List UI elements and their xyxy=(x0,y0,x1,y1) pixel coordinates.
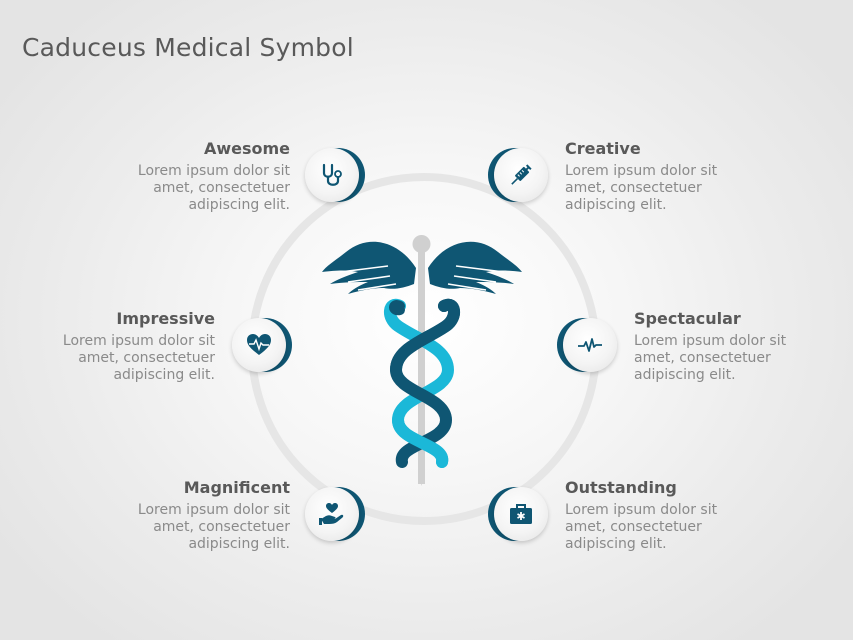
page-title: Caduceus Medical Symbol xyxy=(22,33,354,62)
heart-pulse-icon xyxy=(247,334,271,355)
item-heading: Impressive xyxy=(116,309,215,328)
pulse-line-icon xyxy=(578,338,602,352)
node-spectacular xyxy=(557,318,617,372)
caduceus-icon xyxy=(322,235,522,486)
item-heading: Awesome xyxy=(203,139,290,158)
item-heading: Creative xyxy=(565,139,641,158)
hand-heart-icon xyxy=(319,503,344,525)
item-awesome: Awesome Lorem ipsum dolor sit amet, cons… xyxy=(110,139,290,214)
item-body: Lorem ipsum dolor sit amet, consectetuer… xyxy=(62,333,215,383)
item-impressive: Impressive Lorem ipsum dolor sit amet, c… xyxy=(35,309,215,384)
item-heading: Magnificent xyxy=(183,478,290,497)
node-awesome xyxy=(305,148,365,202)
item-magnificent: Magnificent Lorem ipsum dolor sit amet, … xyxy=(110,478,290,553)
stethoscope-icon xyxy=(322,163,342,186)
syringe-icon xyxy=(511,164,532,185)
node-magnificent xyxy=(305,487,365,541)
medical-kit-icon xyxy=(510,504,532,524)
item-body: Lorem ipsum dolor sit amet, consectetuer… xyxy=(137,502,290,552)
item-body: Lorem ipsum dolor sit amet, consectetuer… xyxy=(634,333,787,383)
item-heading: Outstanding xyxy=(565,478,677,497)
item-outstanding: Outstanding Lorem ipsum dolor sit amet, … xyxy=(565,478,745,553)
item-body: Lorem ipsum dolor sit amet, consectetuer… xyxy=(565,163,718,213)
item-body: Lorem ipsum dolor sit amet, consectetuer… xyxy=(137,163,290,213)
node-creative xyxy=(488,148,548,202)
item-creative: Creative Lorem ipsum dolor sit amet, con… xyxy=(565,139,745,214)
item-spectacular: Spectacular Lorem ipsum dolor sit amet, … xyxy=(634,309,814,384)
item-heading: Spectacular xyxy=(634,309,741,328)
node-outstanding xyxy=(488,487,548,541)
node-impressive xyxy=(232,318,292,372)
item-body: Lorem ipsum dolor sit amet, consectetuer… xyxy=(565,502,718,552)
